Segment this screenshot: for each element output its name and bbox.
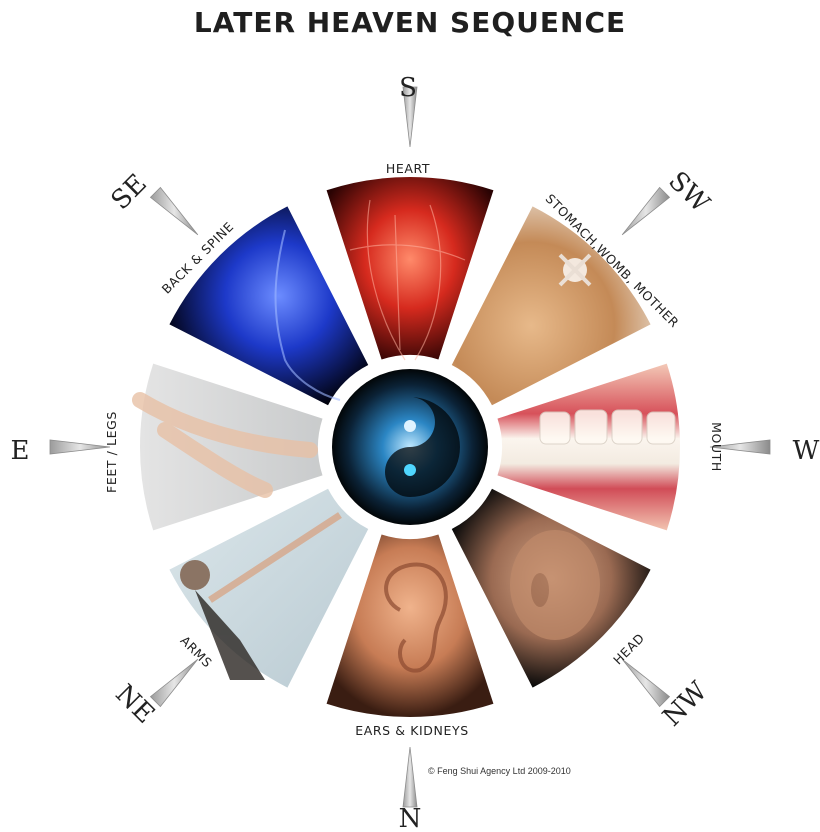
compass-letter-n: N bbox=[399, 804, 422, 832]
compass-letter-e: E bbox=[11, 436, 30, 466]
label-feet: FEET / LEGS bbox=[104, 411, 119, 493]
sector-mouth bbox=[497, 364, 680, 531]
label-arms: ARMS bbox=[177, 633, 215, 671]
compass-letter-sw: SW bbox=[662, 166, 715, 219]
yang-dot bbox=[404, 464, 416, 476]
sector-ears bbox=[327, 534, 494, 717]
pregnant-belly-image bbox=[560, 255, 590, 285]
compass-needle-ne bbox=[150, 659, 197, 706]
compass-letter-ne: NE bbox=[109, 679, 160, 730]
compass-letter-se: SE bbox=[106, 169, 153, 216]
label-heart: HEART bbox=[386, 161, 430, 176]
compass-needle-se bbox=[150, 187, 197, 234]
bald-head-image bbox=[510, 530, 600, 640]
compass-letter-nw: NW bbox=[657, 676, 713, 732]
sector-heart bbox=[327, 177, 494, 360]
compass-letter-w: W bbox=[793, 436, 820, 466]
compass-needle-n bbox=[403, 747, 417, 807]
compass-letter-s: S bbox=[399, 73, 417, 103]
compass-needle-e bbox=[50, 440, 110, 454]
compass-needle-nw bbox=[622, 659, 669, 706]
label-head: HEAD bbox=[610, 630, 647, 667]
yin-dot bbox=[404, 420, 416, 432]
compass-needle-sw bbox=[622, 187, 669, 234]
label-ears: EARS & KIDNEYS bbox=[355, 723, 469, 738]
sector-spine bbox=[169, 206, 368, 405]
copyright-note: © Feng Shui Agency Ltd 2009-2010 bbox=[428, 766, 571, 776]
label-mouth: MOUTH bbox=[709, 422, 724, 472]
sector-stomach bbox=[452, 206, 651, 405]
